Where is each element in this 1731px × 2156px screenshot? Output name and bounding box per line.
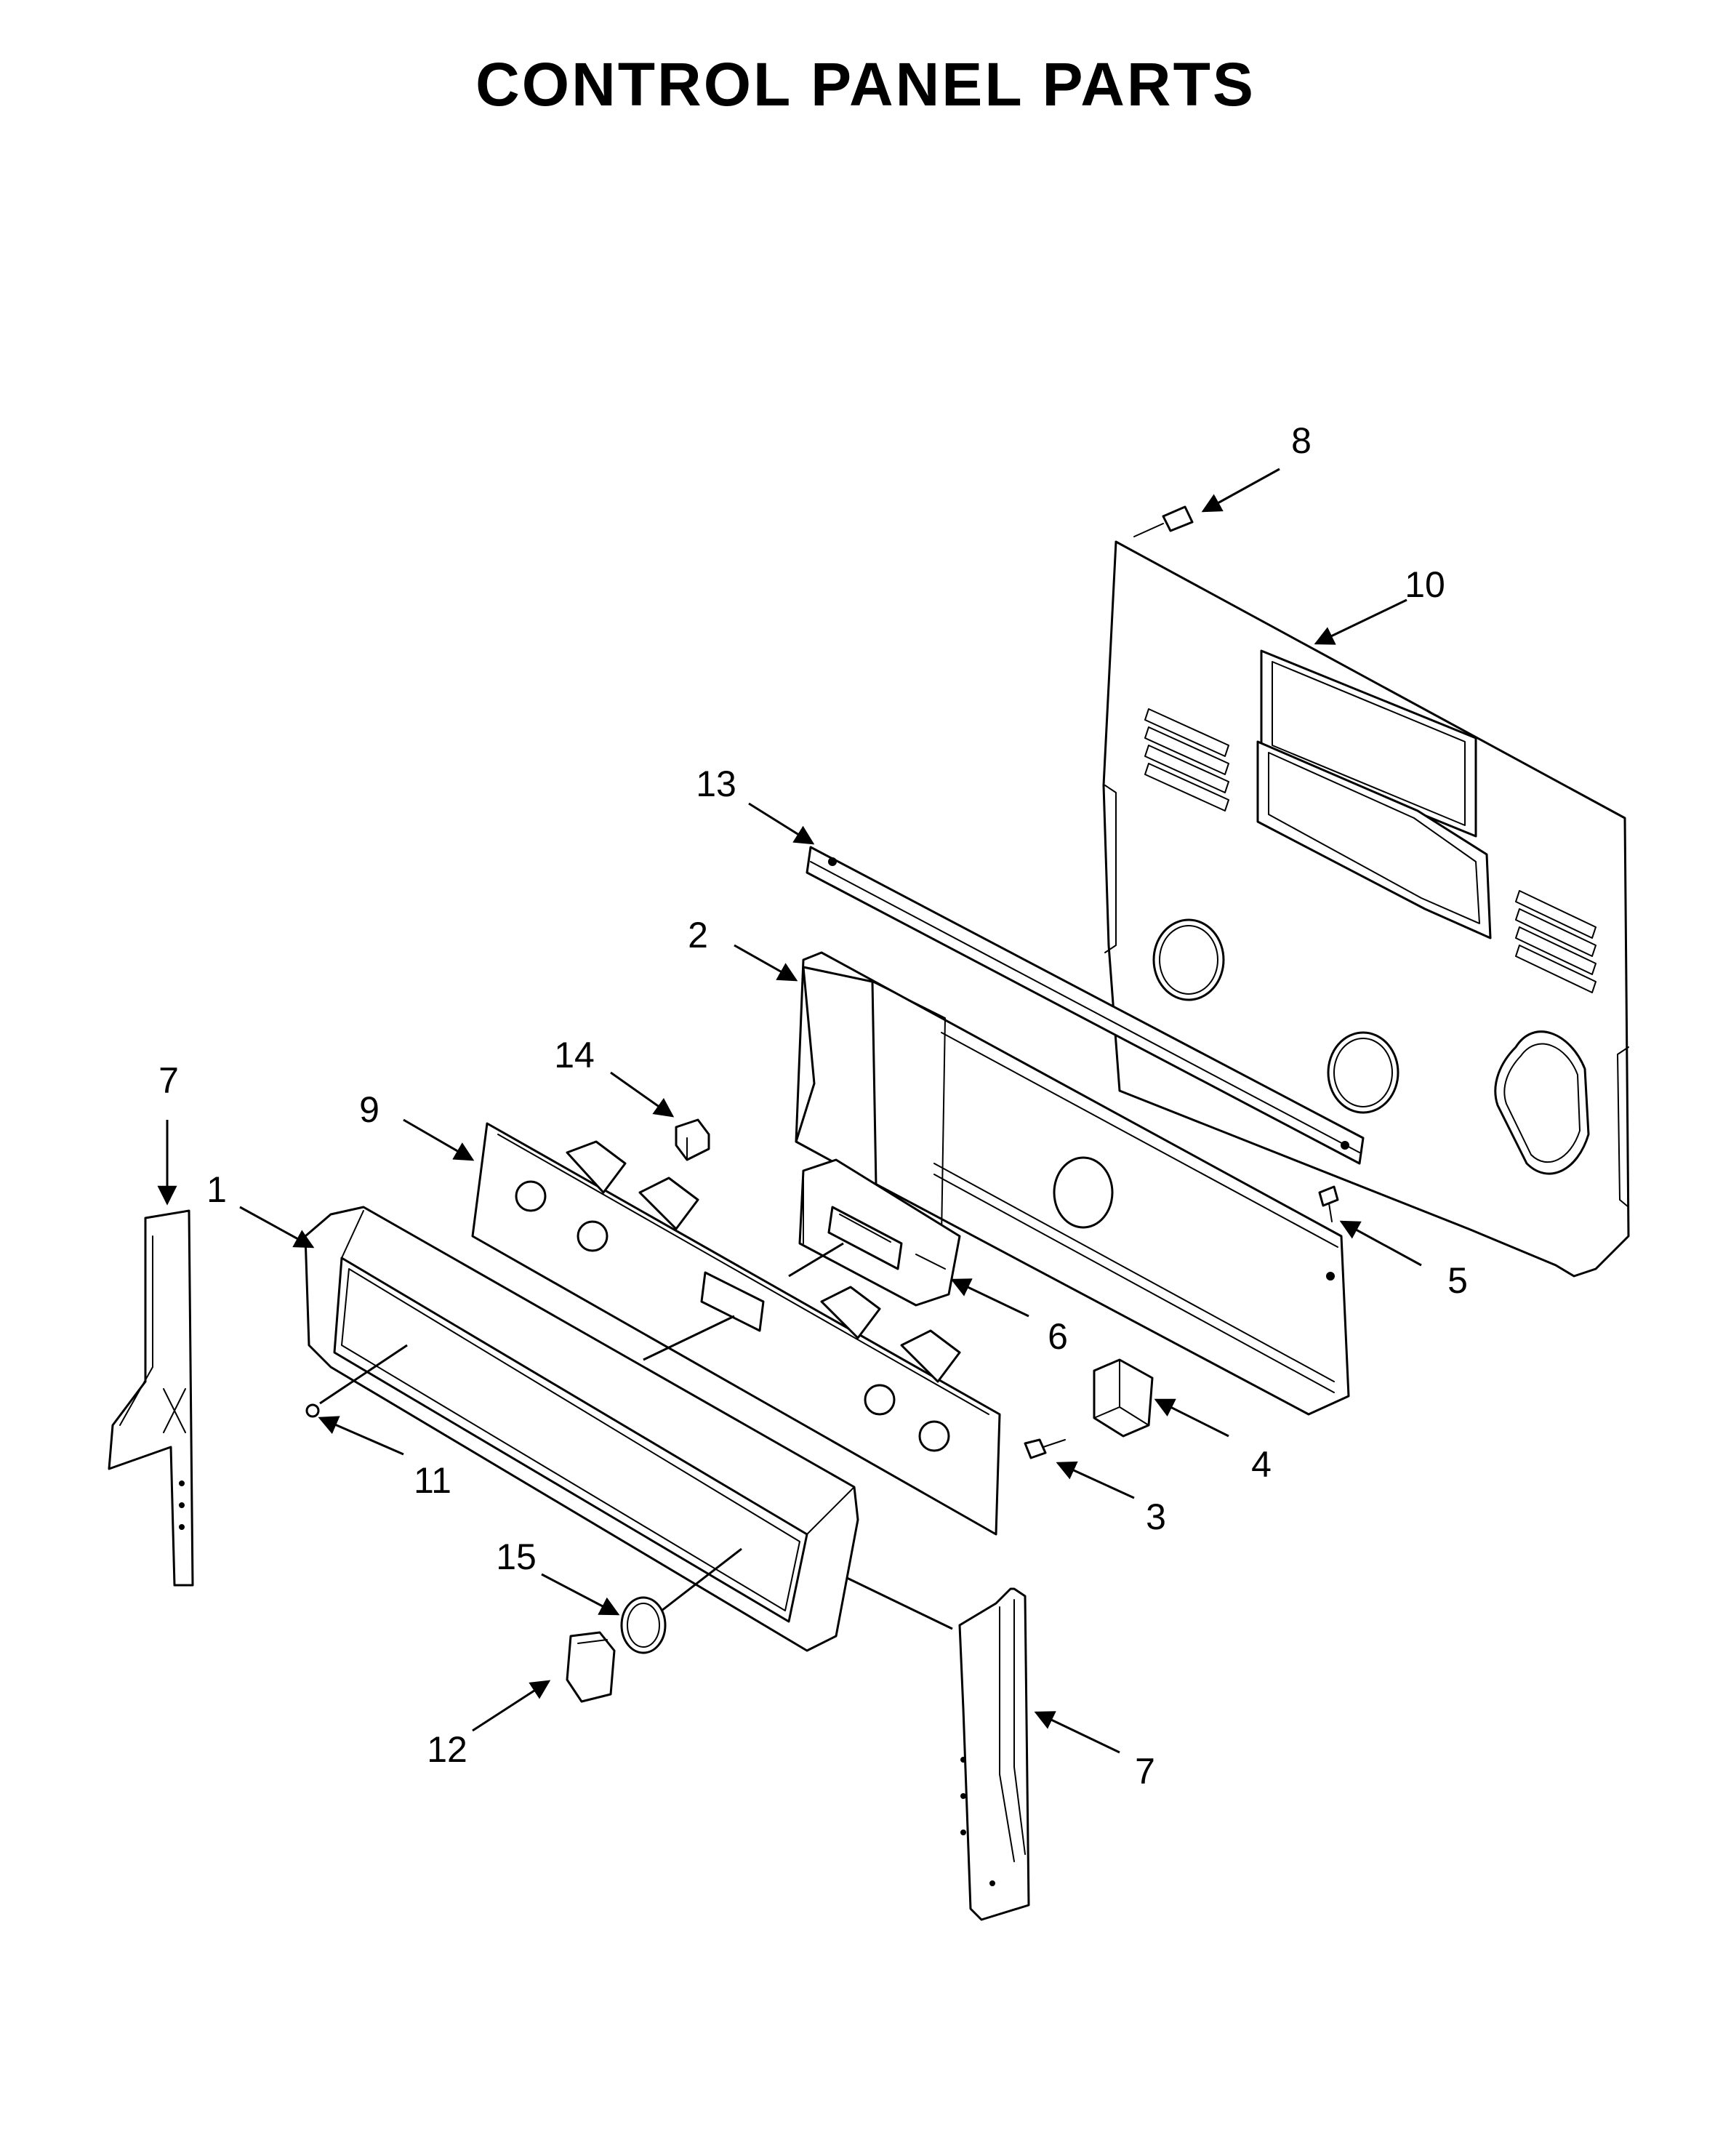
callout-11: 11 — [414, 1460, 451, 1501]
callout-15: 15 — [496, 1536, 537, 1577]
callout-7-right: 7 — [1135, 1751, 1155, 1792]
callout-7-left: 7 — [158, 1060, 179, 1101]
callout-10: 10 — [1405, 564, 1445, 605]
part-clip — [675, 1118, 710, 1161]
callout-8: 8 — [1291, 420, 1312, 461]
part-screw-bracket — [1318, 1185, 1339, 1222]
part-knob — [566, 1631, 616, 1703]
page-title: CONTROL PANEL PARTS — [475, 50, 1256, 119]
callout-5: 5 — [1447, 1260, 1468, 1301]
callout-3: 3 — [1146, 1496, 1166, 1537]
callout-4: 4 — [1251, 1444, 1272, 1485]
callout-9: 9 — [359, 1089, 379, 1130]
part-screw-switch — [1024, 1438, 1066, 1459]
callout-arrows — [157, 468, 1422, 1754]
part-console-frame — [304, 1206, 859, 1652]
callout-13: 13 — [696, 764, 736, 804]
callout-2: 2 — [688, 915, 708, 955]
part-knob-ring — [620, 1596, 667, 1654]
part-top-trim — [806, 846, 1365, 1165]
part-control-board — [798, 1158, 961, 1307]
callout-6: 6 — [1048, 1316, 1068, 1357]
callout-1: 1 — [206, 1169, 227, 1210]
part-screw-left — [305, 1403, 320, 1418]
callout-14: 14 — [554, 1035, 595, 1075]
part-side-bracket-left — [108, 1209, 194, 1587]
part-screw-top — [1133, 505, 1194, 537]
callout-labels: 8 10 13 2 14 9 7 1 5 6 4 11 3 15 12 7 — [158, 420, 1468, 1792]
part-switch — [1093, 1358, 1154, 1438]
part-side-bracket-right — [958, 1587, 1030, 1921]
callout-12: 12 — [427, 1729, 467, 1770]
part-console-backing — [471, 1122, 1001, 1536]
assembly-lines — [319, 1242, 953, 1630]
